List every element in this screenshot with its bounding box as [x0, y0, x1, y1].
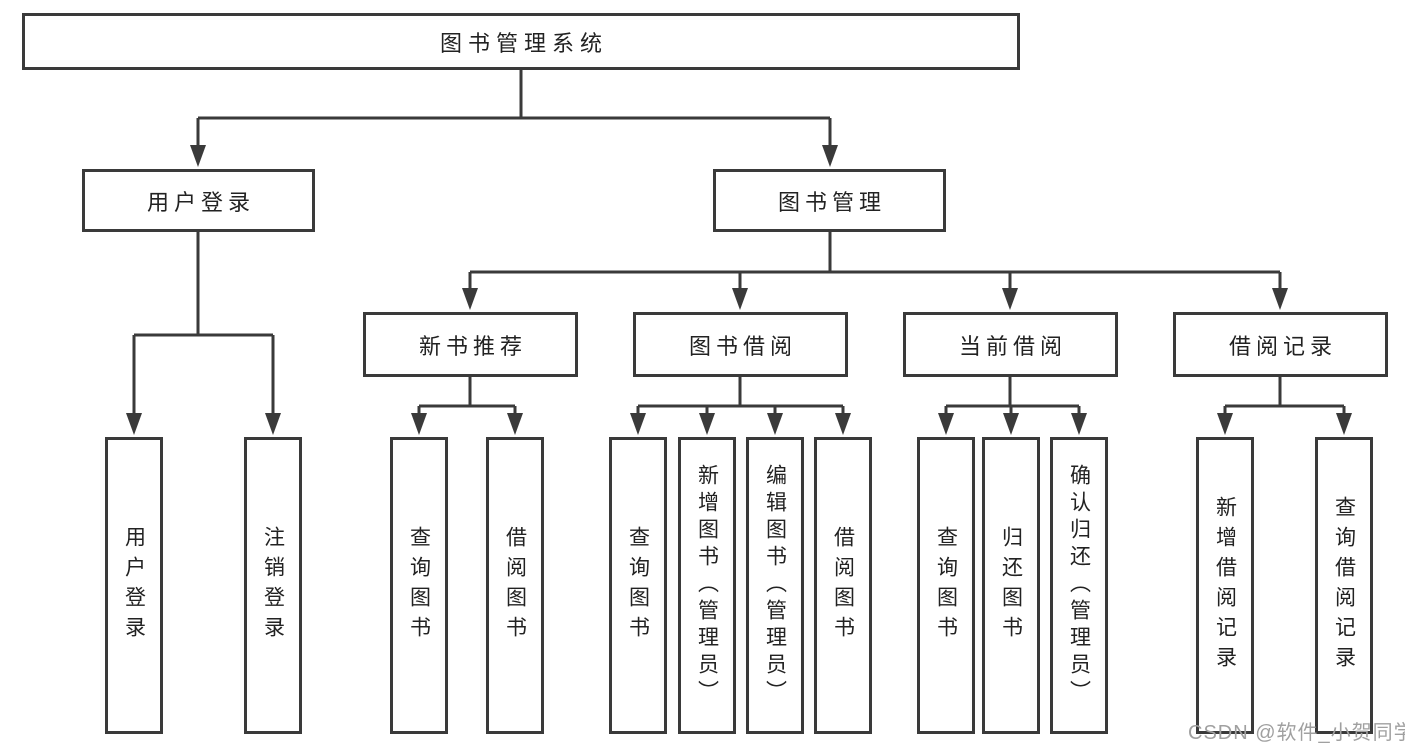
node-label: 归还图书: [999, 525, 1023, 646]
node-new-book-recommend: 新书推荐: [363, 312, 578, 377]
node-label: 注销登录: [261, 525, 285, 646]
leaf-query-borrow-record: 查询借阅记录: [1315, 437, 1373, 734]
node-label: 用户登录: [146, 189, 255, 215]
leaf-edit-book-admin: 编辑图书（管理员）: [746, 437, 804, 734]
node-book-management: 图书管理: [713, 169, 946, 232]
node-label: 新增借阅记录: [1213, 495, 1237, 676]
node-label: 当前借阅: [958, 333, 1067, 359]
leaf-query-book-borrow: 查询图书: [609, 437, 667, 734]
csdn-watermark: CSDN @软件_小贺同学: [1188, 722, 1405, 744]
leaf-borrow-book-recommend: 借阅图书: [486, 437, 544, 734]
node-label: 编辑图书（管理员）: [763, 464, 787, 707]
node-label: 查询图书: [407, 525, 431, 646]
node-label: 查询借阅记录: [1332, 495, 1356, 676]
leaf-query-book-recommend: 查询图书: [390, 437, 448, 734]
node-label: 新书推荐: [418, 333, 527, 359]
node-user-login: 用户登录: [82, 169, 315, 232]
node-label: 图书管理: [777, 189, 886, 215]
node-current-borrow: 当前借阅: [903, 312, 1118, 377]
leaf-logout: 注销登录: [244, 437, 302, 734]
node-label: 新增图书（管理员）: [695, 464, 719, 707]
leaf-confirm-return-admin: 确认归还（管理员）: [1050, 437, 1108, 734]
node-borrow-records: 借阅记录: [1173, 312, 1388, 377]
node-book-borrow: 图书借阅: [633, 312, 848, 377]
node-root-system: 图书管理系统: [22, 13, 1020, 70]
node-label: 图书管理系统: [439, 30, 608, 56]
leaf-return-book: 归还图书: [982, 437, 1040, 734]
leaf-query-book-current: 查询图书: [917, 437, 975, 734]
leaf-user-login: 用户登录: [105, 437, 163, 734]
arrowhead-group: [126, 145, 1352, 435]
node-label: 查询图书: [626, 525, 650, 646]
node-label: 查询图书: [934, 525, 958, 646]
leaf-borrow-book: 借阅图书: [814, 437, 872, 734]
node-label: 图书借阅: [688, 333, 797, 359]
node-label: 借阅图书: [831, 525, 855, 646]
leaf-add-borrow-record: 新增借阅记录: [1196, 437, 1254, 734]
leaf-add-book-admin: 新增图书（管理员）: [678, 437, 736, 734]
node-label: 确认归还（管理员）: [1067, 464, 1091, 707]
node-label: 用户登录: [122, 525, 146, 646]
node-label: 借阅图书: [503, 525, 527, 646]
node-label: 借阅记录: [1228, 333, 1337, 359]
